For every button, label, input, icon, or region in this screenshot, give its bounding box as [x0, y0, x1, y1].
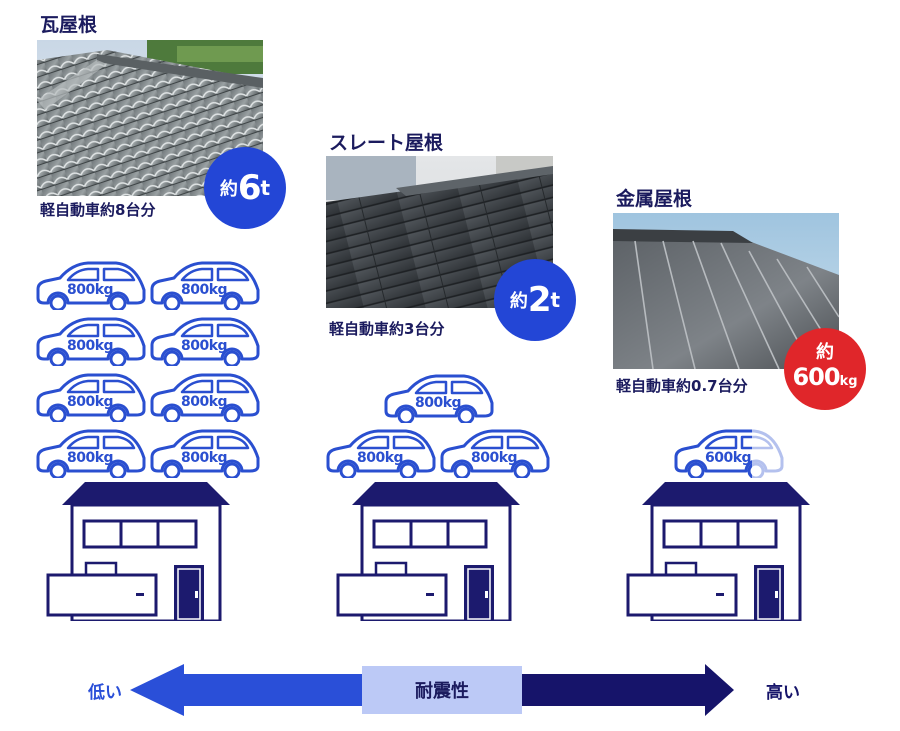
seismic-axis-arrow: [130, 664, 734, 716]
car-icon: 800kg: [436, 426, 554, 478]
title-slate-roof: スレート屋根: [329, 132, 444, 154]
car-icon: 800kg: [146, 370, 264, 422]
badge-unit: kg: [839, 373, 858, 389]
car-icon: 800kg: [32, 426, 150, 478]
badge-prefix: 約: [219, 179, 238, 200]
house-icon: [626, 481, 826, 621]
car-weight-label: 800kg: [470, 450, 518, 466]
car-weight-label: 800kg: [66, 450, 114, 466]
badge-unit: t: [550, 288, 561, 312]
axis-high-label: 高い: [766, 683, 800, 703]
car-icon: 800kg: [380, 371, 498, 423]
car-icon: 800kg: [322, 426, 440, 478]
car-icon: 800kg: [32, 314, 150, 366]
caption-tile-roof: 軽自動車約8台分: [40, 201, 156, 219]
car-weight-label: 800kg: [180, 450, 228, 466]
car-icon: 800kg: [146, 258, 264, 310]
car-weight-label: 800kg: [414, 395, 462, 411]
badge-number: 600: [792, 362, 840, 391]
tile-roof-photo: [37, 40, 263, 196]
badge-number: 2: [527, 280, 552, 320]
car-icon: 800kg: [32, 370, 150, 422]
car-weight-label: 800kg: [66, 282, 114, 298]
car-weight-label: 800kg: [180, 338, 228, 354]
caption-metal-roof: 軽自動車約0.7台分: [616, 377, 748, 395]
badge-unit: t: [260, 176, 271, 200]
car-weight-label: 600kg: [704, 450, 752, 466]
car-weight-label: 800kg: [66, 338, 114, 354]
slate-roof-photo: [326, 156, 553, 308]
car-icon: 800kg: [146, 426, 264, 478]
badge-prefix: 約: [816, 341, 834, 363]
car-weight-label: 800kg: [66, 394, 114, 410]
badge-prefix: 約: [509, 291, 528, 312]
caption-slate-roof: 軽自動車約3台分: [329, 320, 445, 338]
car-weight-label: 800kg: [180, 282, 228, 298]
house-icon: [46, 481, 246, 621]
axis-low-label: 低い: [88, 683, 122, 703]
title-tile-roof: 瓦屋根: [40, 14, 98, 36]
partial-car-icon: 600kg: [670, 426, 788, 478]
badge-number: 6: [237, 168, 262, 208]
title-metal-roof: 金属屋根: [616, 188, 693, 210]
car-weight-label: 800kg: [356, 450, 404, 466]
axis-label-seismic: 耐震性: [362, 666, 522, 714]
car-icon: 800kg: [32, 258, 150, 310]
car-icon: 800kg: [146, 314, 264, 366]
car-weight-label: 800kg: [180, 394, 228, 410]
house-icon: [336, 481, 536, 621]
metal-roof-photo: [613, 213, 839, 369]
weight-badge-metal: 約 600kg: [784, 328, 866, 410]
